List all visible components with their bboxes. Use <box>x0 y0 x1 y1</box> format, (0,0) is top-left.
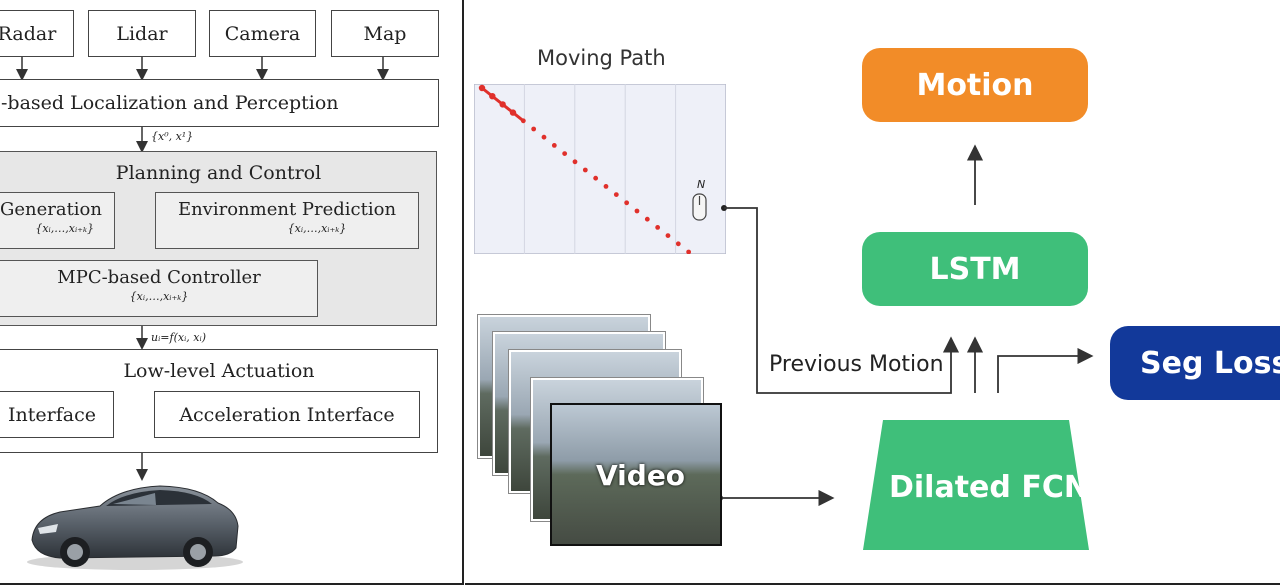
camera-label: Camera <box>224 22 301 45</box>
motion-box: Motion <box>862 48 1088 122</box>
moving-path-title: Moving Path <box>537 46 666 70</box>
path-point <box>603 184 609 189</box>
camera-box: Camera <box>209 10 316 57</box>
path-point <box>644 216 650 222</box>
map-label: Map <box>363 22 407 45</box>
left-arrows <box>16 57 389 481</box>
path-point <box>531 126 537 132</box>
mpc-controller-label: MPC-based Controller <box>57 267 261 288</box>
map-box: Map <box>331 10 439 57</box>
arrow1-math: {x⁰, x¹} <box>151 130 194 143</box>
arrow2-math: uᵢ=f(xᵢ, xᵢ) <box>151 331 206 344</box>
localization-label: -based Localization and Perception <box>1 92 339 114</box>
path-generation-label: Generation <box>0 199 102 220</box>
path-point <box>541 134 547 140</box>
previous-motion-line <box>724 207 960 394</box>
right-panel: Moving Path N Motion LSTM Pr <box>465 0 1280 585</box>
dilated-fcn-box <box>863 420 1089 550</box>
radar-label: Radar <box>0 22 57 45</box>
lidar-box: Lidar <box>88 10 196 57</box>
path-start-segment <box>481 86 525 122</box>
mpc-controller-box: MPC-based Controller {xᵢ,…,xᵢ₊ₖ} <box>0 260 318 317</box>
path-point <box>593 175 599 181</box>
lstm-label: LSTM <box>929 251 1021 287</box>
environment-prediction-box: Environment Prediction {xᵢ,…,xᵢ₊ₖ} <box>155 192 419 249</box>
left-panel: Radar Lidar Camera Map -based Localizati… <box>0 0 464 585</box>
path-point <box>551 143 557 148</box>
video-frame-front: Video <box>550 403 722 546</box>
localization-box: -based Localization and Perception <box>0 79 439 127</box>
mouse-icon <box>692 193 707 221</box>
path-point <box>624 200 630 206</box>
path-point <box>675 241 681 247</box>
right-connectors <box>717 144 1094 507</box>
motion-label: Motion <box>916 67 1034 103</box>
path-point <box>613 192 619 197</box>
actuation-title: Low-level Actuation <box>123 360 315 382</box>
mpc-controller-math: {xᵢ,…,xᵢ₊ₖ} <box>129 290 189 303</box>
fcn-to-segloss-arrow <box>997 347 1094 393</box>
radar-box: Radar <box>0 10 74 57</box>
path-generation-box: Generation {xᵢ,…,xᵢ₊ₖ} <box>0 192 115 249</box>
path-point <box>686 249 692 254</box>
acceleration-interface-box: Acceleration Interface <box>154 391 420 438</box>
environment-prediction-label: Environment Prediction <box>177 199 397 220</box>
path-point <box>634 208 640 214</box>
path-point <box>582 167 588 173</box>
car-image <box>27 485 243 570</box>
path-point <box>562 151 568 156</box>
steering-interface-box: Interface <box>0 391 114 438</box>
path-point <box>655 225 661 230</box>
seg-loss-box: Seg Loss <box>1110 326 1280 400</box>
path-generation-math: {xᵢ,…,xᵢ₊ₖ} <box>35 222 94 235</box>
environment-prediction-math: {xᵢ,…,xᵢ₊ₖ} <box>287 222 347 235</box>
seg-loss-label: Seg Loss <box>1140 345 1280 381</box>
moving-path-chart <box>474 84 726 254</box>
lstm-box: LSTM <box>862 232 1088 306</box>
video-label: Video <box>596 459 686 492</box>
path-point <box>572 159 578 165</box>
planning-title: Planning and Control <box>115 162 322 184</box>
acceleration-interface-label: Acceleration Interface <box>179 403 395 426</box>
lidar-label: Lidar <box>116 22 168 45</box>
steering-interface-label: Interface <box>8 403 96 426</box>
dilated-fcn-label: Dilated FCN <box>889 470 1089 505</box>
pedestrian-marker-label: N <box>697 178 706 191</box>
previous-motion-label: Previous Motion <box>769 352 944 377</box>
path-point <box>665 233 671 239</box>
